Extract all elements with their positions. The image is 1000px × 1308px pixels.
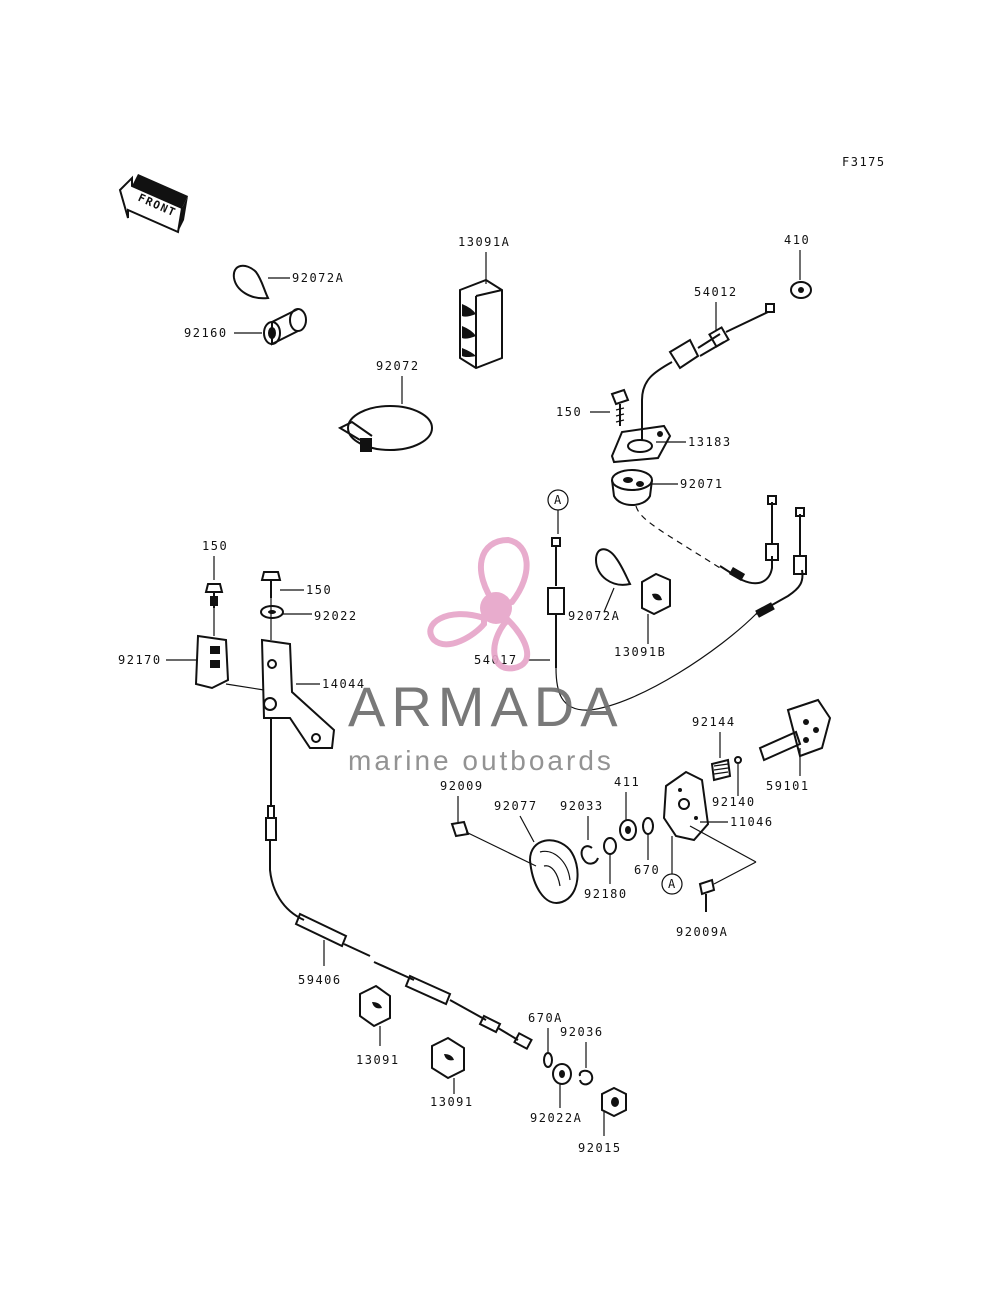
part-92140-pin <box>734 756 742 764</box>
label-59406: 59406 <box>298 973 342 987</box>
label-92009: 92009 <box>440 779 484 793</box>
label-92072: 92072 <box>376 359 420 373</box>
part-59406-cable <box>265 718 533 1051</box>
marker-a-lower-circle <box>661 873 683 895</box>
part-54012-cable <box>641 303 775 440</box>
label-92033: 92033 <box>560 799 604 813</box>
part-59101-lever <box>758 698 832 776</box>
label-13091b: 13091B <box>614 645 666 659</box>
part-92072a-clip-mid <box>594 548 632 586</box>
label-92036: 92036 <box>560 1025 604 1039</box>
label-92144: 92144 <box>692 715 736 729</box>
part-13091-holder-left <box>359 984 391 1028</box>
part-54017-cable <box>547 537 757 711</box>
part-150-bolt-mid <box>260 571 282 598</box>
label-670: 670 <box>634 863 660 877</box>
label-150-upper: 150 <box>556 405 582 419</box>
label-92071: 92071 <box>680 477 724 491</box>
part-13183-plate <box>610 424 672 464</box>
part-150-bolt-upper <box>610 388 630 426</box>
label-92072a-top: 92072A <box>292 271 344 285</box>
label-13091-left: 13091 <box>356 1053 400 1067</box>
leader-11046-b <box>689 825 757 863</box>
part-92072-band <box>337 405 433 452</box>
label-92160: 92160 <box>184 326 228 340</box>
part-92170-clamp <box>194 608 265 691</box>
part-13091-holder-right <box>431 1036 465 1080</box>
marker-a-lower: A <box>668 877 677 891</box>
label-92077: 92077 <box>494 799 538 813</box>
part-92033-circlip <box>580 845 599 865</box>
part-92022a-washer <box>552 1063 572 1085</box>
watermark-subtitle: marine outboards <box>348 745 614 776</box>
figure-code: F3175 <box>842 155 886 169</box>
leader-92009a-link <box>713 861 757 885</box>
watermark-title: ARMADA <box>348 675 624 738</box>
marker-a-upper: A <box>554 493 563 507</box>
label-13091-right: 13091 <box>430 1095 474 1109</box>
label-59101: 59101 <box>766 779 810 793</box>
label-411: 411 <box>614 775 640 789</box>
label-150-mid: 150 <box>306 583 332 597</box>
label-92022: 92022 <box>314 609 358 623</box>
part-13091a-holder <box>459 278 503 370</box>
part-410-nut <box>790 281 812 299</box>
part-92180-washer <box>603 837 617 855</box>
front-arrow-icon: FRONT <box>118 174 188 234</box>
part-13091b-holder <box>641 572 671 616</box>
label-13183: 13183 <box>688 435 732 449</box>
leader-92077 <box>519 815 535 843</box>
label-92170: 92170 <box>118 653 162 667</box>
part-14044-bracket <box>260 598 336 749</box>
label-11046: 11046 <box>730 815 774 829</box>
part-92009a-screw <box>698 878 716 912</box>
part-92022-washer <box>260 605 284 619</box>
part-92144-spring <box>710 758 732 782</box>
part-92071-grommet <box>611 469 653 506</box>
propeller-logo-icon <box>427 536 531 672</box>
part-92072a-clip <box>232 264 290 300</box>
label-92072a-mid: 92072A <box>568 609 620 623</box>
part-11046-housing <box>662 770 710 842</box>
label-670a: 670A <box>528 1011 563 1025</box>
leader-92072a-mid <box>603 587 615 613</box>
part-92077-knob <box>528 839 579 904</box>
part-670a-oring <box>543 1052 553 1068</box>
label-92009a: 92009A <box>676 925 728 939</box>
label-92022a: 92022A <box>530 1111 582 1125</box>
dashed-cable-path <box>635 505 721 569</box>
label-92015: 92015 <box>578 1141 622 1155</box>
part-411-washer <box>619 819 637 841</box>
label-54012: 54012 <box>694 285 738 299</box>
part-cable-ends <box>719 495 807 618</box>
part-92160-grommet <box>234 308 307 346</box>
part-670-oring <box>642 817 654 835</box>
part-150-bolt-left <box>204 583 224 608</box>
label-92180: 92180 <box>584 887 628 901</box>
label-13091a: 13091A <box>458 235 510 249</box>
label-14044: 14044 <box>322 677 366 691</box>
label-150-left: 150 <box>202 539 228 553</box>
label-410: 410 <box>784 233 810 247</box>
part-92009-screw <box>450 820 537 867</box>
label-92140: 92140 <box>712 795 756 809</box>
part-92036-lockwasher <box>578 1069 594 1086</box>
watermark: ARMADA marine outboards <box>348 536 624 776</box>
part-92015-nut <box>601 1086 627 1118</box>
